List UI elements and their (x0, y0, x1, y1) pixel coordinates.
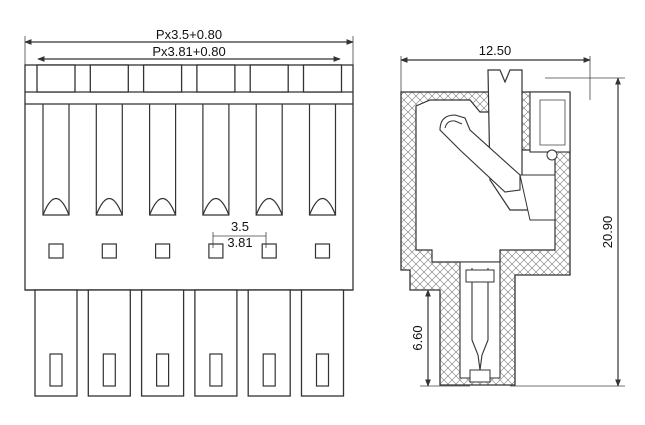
test-port (314, 243, 331, 259)
test-port (48, 243, 64, 259)
spring-clamp (439, 114, 521, 193)
slot-arch (95, 197, 123, 216)
pole-cap (249, 64, 289, 93)
slot-arch (255, 197, 283, 216)
second-dim-label: Px3.81+0.80 (152, 44, 225, 59)
pin-housing (247, 289, 291, 397)
wire-slot (308, 104, 337, 216)
pin-housing (194, 289, 238, 397)
contact-pin (471, 268, 489, 371)
side-view: 12.50 20.90 6.60 (400, 43, 625, 387)
screw-circle (546, 149, 558, 161)
slot-arch (42, 197, 70, 216)
pole-group (34, 64, 345, 397)
pin-housing (87, 289, 131, 397)
pin-window (315, 353, 330, 387)
pole-cap (36, 64, 76, 93)
pin-window (156, 353, 170, 387)
test-port (261, 243, 277, 259)
pin-window (262, 353, 276, 387)
pin-channel (459, 261, 501, 379)
pin-window (209, 353, 223, 387)
slot-arch (202, 197, 230, 216)
pin-window (102, 353, 116, 387)
inner-step (519, 174, 556, 221)
wire-slot (42, 104, 70, 216)
pin-collar (465, 269, 495, 283)
wire-slot (95, 104, 123, 216)
pole-cap (302, 64, 343, 93)
front-view: Px3.5+0.80 Px3.81+0.80 3.5 3.81 (24, 27, 354, 397)
pitch-label-a: 3.5 (231, 219, 249, 234)
top-dim-label: Px3.5+0.80 (156, 27, 222, 42)
pole-cap (89, 64, 129, 93)
wire-slot (255, 104, 283, 216)
pin-length-label: 6.60 (410, 325, 425, 350)
pocket-inner (539, 99, 566, 146)
spring-curl (444, 120, 463, 129)
wire-entry-pocket (529, 91, 571, 153)
pole-cap (196, 64, 236, 93)
slot-arch (149, 197, 177, 216)
test-port (208, 243, 224, 259)
test-port (101, 243, 117, 259)
wire-slot (202, 104, 230, 216)
test-port (155, 243, 171, 259)
pin-housing (34, 289, 78, 397)
pin-window (49, 353, 63, 387)
pitch-label-b: 3.81 (227, 235, 252, 250)
side-height-label: 20.90 (600, 216, 615, 249)
wire-slot (149, 104, 177, 216)
slot-arch (308, 197, 337, 216)
pin-tip (469, 369, 491, 383)
pin-housing (140, 289, 185, 397)
side-width-label: 12.50 (479, 43, 512, 58)
pole-cap (142, 64, 183, 93)
connector-body (24, 64, 354, 291)
pin-housing (300, 289, 345, 397)
